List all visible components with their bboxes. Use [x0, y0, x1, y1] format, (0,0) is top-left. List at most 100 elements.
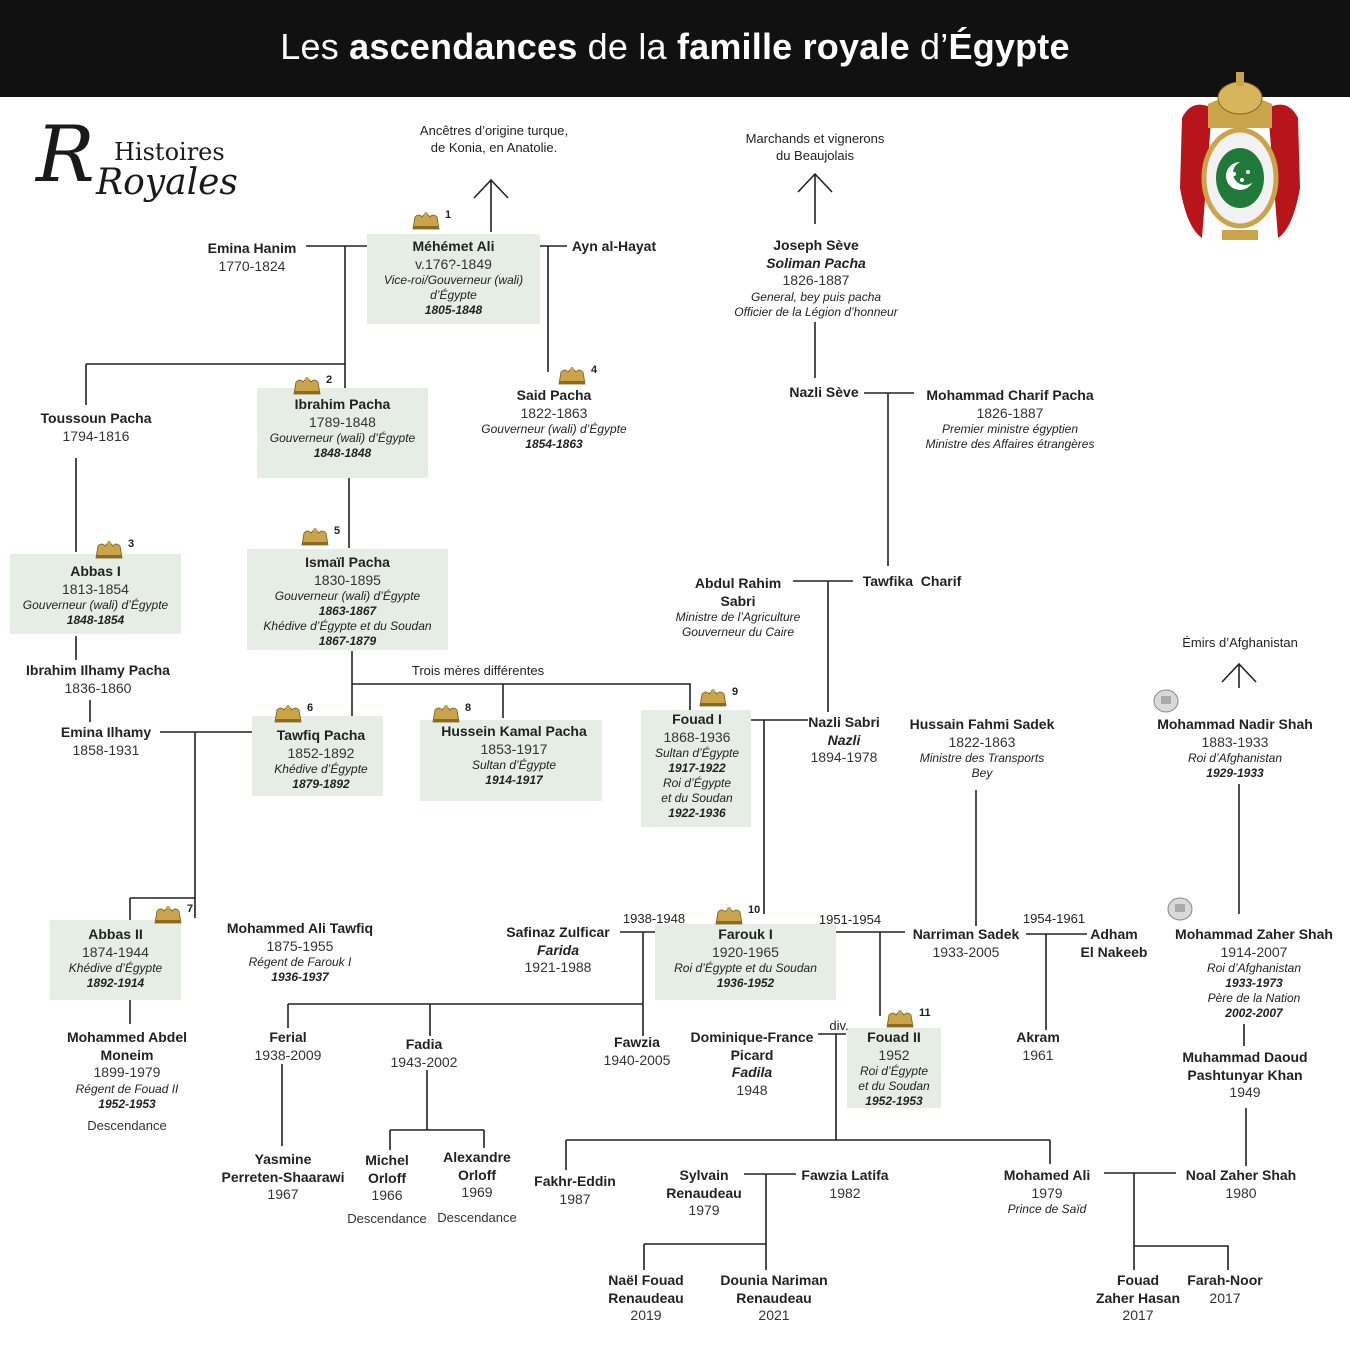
person-joseph-seve: Joseph Sève Soliman Pacha 1826-1887 Gene… [716, 237, 916, 320]
person-dates: 1938-2009 [254, 1046, 322, 1063]
person-dates: 2019 [630, 1307, 662, 1323]
label-1954: 1954-1961 [1022, 911, 1086, 926]
reign-years: 1854-1863 [525, 437, 583, 451]
page-title: Les ascendances de la famille royale d’É… [0, 26, 1350, 68]
person-role: d’Égypte [430, 288, 477, 302]
person-name: Abdul Rahim [694, 575, 782, 591]
person-dates: 1836-1860 [64, 679, 132, 696]
box-fouad1 [641, 710, 751, 827]
person-dominique-france-picard: Dominique-France Picard Fadila 1948 [684, 1029, 820, 1099]
person-name: Orloff [367, 1169, 407, 1186]
person-name: Yasmine [254, 1151, 312, 1167]
person-dates: 1940-2005 [603, 1051, 671, 1068]
person-name: Fouad [1117, 1272, 1159, 1288]
person-name: Sabri [720, 592, 756, 609]
logo-line1: Histoires [114, 138, 225, 166]
person-name: Ibrahim Pacha [294, 396, 391, 412]
person-fouad-zaher-hasan: Fouad Zaher Hasan 2017 [1088, 1272, 1188, 1325]
person-dates: 2017 [1122, 1307, 1154, 1323]
person-name: Tawfiq Pacha [276, 727, 366, 743]
person-nadir-shah: Mohammad Nadir Shah 1883-1933 Roi d’Afgh… [1140, 716, 1330, 781]
label-line: Marchands et vignerons [745, 131, 885, 146]
person-name: Safinaz Zulficar [506, 924, 610, 940]
person-name: Mohammad Zaher Shah [1175, 926, 1333, 942]
person-role: et du Soudan [661, 791, 733, 805]
person-fawzia-latifa: Fawzia Latifa 1982 [790, 1167, 900, 1202]
person-fouad-1: Fouad I 1868-1936 Sultan d’Égypte 1917-1… [641, 711, 753, 821]
title-part-bold: famille royale [676, 26, 910, 67]
box-farouk [655, 924, 836, 1000]
crown-icon [412, 212, 440, 230]
person-abdul-rahim-sabri: Abdul Rahim Sabri Ministre de l’Agricult… [660, 575, 816, 640]
ruler-number: 7 [187, 903, 194, 915]
person-dates: 1826-1887 [976, 404, 1044, 421]
label-line: de Konia, en Anatolie. [430, 139, 558, 155]
reign-years: 1863-1867 [318, 604, 377, 618]
person-role: Roi d’Afghanistan [1206, 961, 1302, 975]
person-dates: 1826-1887 [782, 272, 850, 288]
person-sylvain-renaudeau: Sylvain Renaudeau 1979 [656, 1167, 752, 1220]
logo-line2: Royales [96, 162, 238, 203]
reign-years: 1936-1952 [716, 976, 775, 990]
person-dates: 1961 [1022, 1046, 1054, 1063]
person-farah-noor: Farah-Noor 2017 [1180, 1272, 1270, 1307]
title-part: Les [280, 26, 350, 67]
person-dates: 1967 [267, 1186, 299, 1202]
person-name: Sylvain [679, 1167, 729, 1183]
person-akram: Akram 1961 [1000, 1029, 1076, 1064]
title-part: d’ [909, 26, 949, 67]
person-name: Ferial [269, 1029, 307, 1045]
person-name: Renaudeau [736, 1289, 812, 1306]
person-name: Emina Ilhamy [60, 724, 152, 740]
person-mohamed-ali: Mohamed Ali 1979 Prince de Saïd [990, 1167, 1104, 1217]
person-fakhr-eddin: Fakhr-Eddin 1987 [524, 1173, 626, 1208]
title-part-bold: ascendances [349, 26, 578, 67]
reign-years: 1879-1892 [292, 777, 350, 791]
reign-years: 1805-1848 [424, 303, 483, 317]
person-name: Ayn al-Hayat [571, 238, 657, 254]
label-three-mothers: Trois mères différentes [411, 663, 545, 678]
person-name: Zaher Hasan [1095, 1289, 1181, 1306]
person-mehemet-ali: Méhémet Ali v.176?-1849 Vice-roi/Gouvern… [367, 238, 540, 318]
person-name: Tawfika Charif [862, 573, 962, 589]
box-abbas2 [50, 920, 181, 1000]
reign-years: 1929-1933 [1206, 766, 1264, 780]
person-role: Gouverneur (wali) d’Égypte [22, 598, 169, 612]
person-dates: 1979 [688, 1202, 720, 1218]
person-name: Narriman Sadek [912, 926, 1020, 942]
crown-icon [301, 528, 329, 546]
reign-years: 1848-1848 [313, 446, 372, 460]
person-alias: Nazli [827, 731, 861, 748]
label-line: du Beaujolais [775, 147, 855, 163]
person-dates: 2021 [758, 1307, 790, 1323]
person-role: Ministre des Affaires étrangères [925, 437, 1095, 451]
person-said-pacha: Said Pacha 1822-1863 Gouverneur (wali) d… [464, 387, 644, 452]
person-dates: 1875-1955 [266, 937, 334, 954]
reign-years: 1892-1914 [86, 976, 145, 990]
person-ayn-al-hayat: Ayn al-Hayat [562, 238, 666, 256]
person-role: Roi d’Égypte [662, 776, 732, 790]
person-name: El Nakeeb [1080, 943, 1148, 960]
person-name: Farah-Noor [1187, 1272, 1263, 1288]
person-fouad-2: Fouad II 1952 Roi d’Égypte et du Soudan … [847, 1029, 941, 1109]
person-name: Alexandre [443, 1149, 511, 1165]
ruler-number: 6 [307, 702, 314, 714]
person-dates: 1899-1979 [93, 1064, 161, 1080]
person-dates: 1982 [829, 1184, 861, 1201]
person-role: Gouverneur (wali) d’Égypte [269, 431, 416, 445]
crown-icon [715, 907, 743, 925]
person-dates: 1894-1978 [810, 749, 878, 765]
ruler-number: 5 [334, 525, 341, 537]
person-dates: 1948 [736, 1081, 768, 1098]
person-toussoun: Toussoun Pacha 1794-1816 [26, 410, 166, 445]
person-dates: 1979 [1031, 1184, 1063, 1201]
person-fadia: Fadia 1943-2002 [376, 1036, 472, 1071]
person-name: Joseph Sève [773, 237, 859, 253]
person-yasmine: Yasmine Perreten-Shaarawi 1967 [208, 1151, 358, 1204]
person-role: Officier de la Légion d’honneur [734, 304, 898, 319]
crown-icon [274, 705, 302, 723]
label-div: div. [829, 1018, 849, 1033]
person-role: Bey [971, 766, 993, 780]
person-dates: 1868-1936 [663, 728, 731, 745]
